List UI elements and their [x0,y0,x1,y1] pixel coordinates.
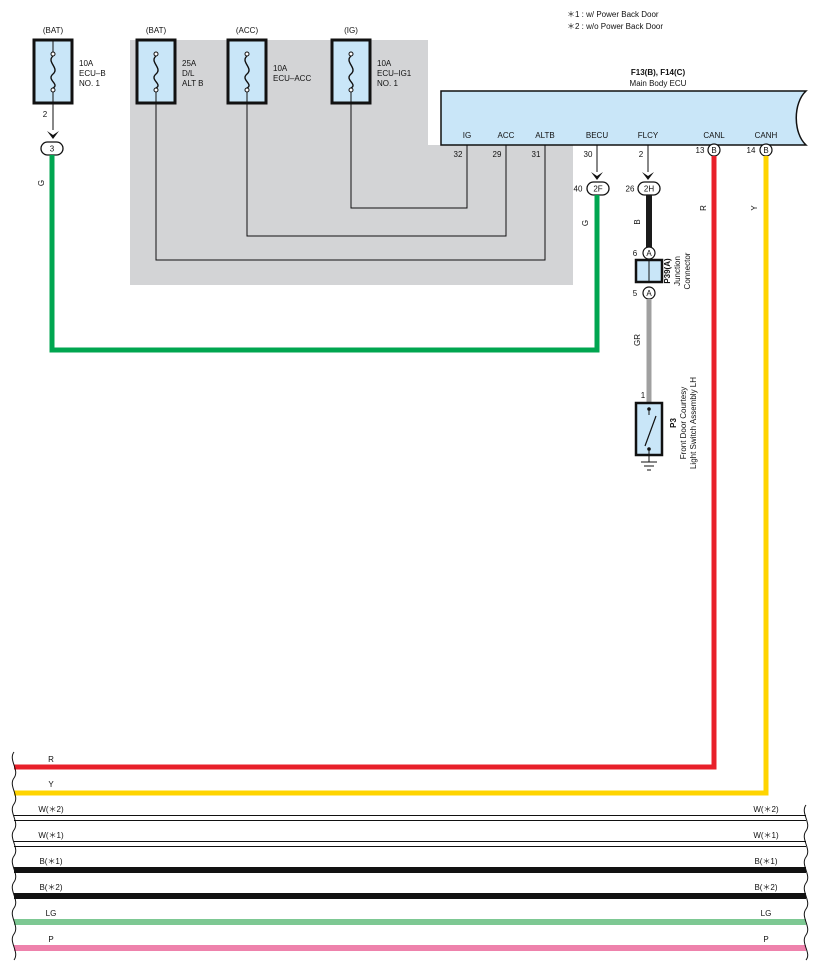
pin-32: 32 [454,150,463,159]
pin-30: 30 [584,150,593,159]
terminal-ig: IG [463,131,471,140]
junction-pin-bottom: 5 [633,289,638,298]
pin-31: 31 [532,150,541,159]
switch-name2: Light Switch Assembly LH [689,377,698,469]
junction-name1: Junction [673,256,682,286]
bus-label-p-right: P [763,935,768,944]
internal-wiring [155,92,546,261]
fuse-3-source: (ACC) [236,26,259,35]
right-break-mark [803,804,809,961]
fuse-4-source: (IG) [344,26,358,35]
fuse-1-name1: ECU–B [79,69,106,78]
fuse-ecu-b-no1 [32,38,74,105]
fuse-1-source: (BAT) [43,26,64,35]
wire-label-b: B [633,219,642,224]
left-break-mark [11,751,17,961]
junction-name2: Connector [683,252,692,289]
connector-3-label: 3 [50,145,55,154]
wire-label-y: Y [750,205,759,211]
fuse-2-name2: ALT B [182,79,204,88]
fuse-2-name1: D/L [182,69,195,78]
pin-14: 14 [747,146,756,155]
fuse-1-rating: 10A [79,59,94,68]
ground-icon [641,461,657,471]
wire-label-gr: GR [633,334,642,346]
switch-code: P3 [669,418,678,428]
canh-conn-label: B [763,146,768,155]
bus-label-b1-left: B(＊1) [39,857,62,866]
connector-2h-label: 2H [644,185,654,194]
bus-label-y-left: Y [48,780,54,789]
connector-2f-pin: 40 [574,185,583,194]
junction-bottom-conn: A [646,289,652,298]
fuse-4-name2: NO. 1 [377,79,398,88]
bus-label-b2-left: B(＊2) [39,883,62,892]
bus-label-w1-left: W(＊1) [38,831,64,840]
ecu-name: Main Body ECU [630,79,687,88]
fuse-1-arrow-icon [47,131,59,139]
pin-13: 13 [696,146,705,155]
fuse-3-name1: ECU–ACC [273,74,311,83]
fuse-2-rating: 25A [182,59,197,68]
bus-label-lg-right: LG [761,909,772,918]
fuse-2-source: (BAT) [146,26,167,35]
switch-name1: Front Door Courtesy [679,387,688,459]
wire-label-g-becu: G [581,220,590,226]
fuse-1-pin: 2 [43,110,48,119]
ecu-code: F13(B), F14(C) [631,68,686,77]
bus-label-lg-left: LG [46,909,57,918]
fuse-4-name1: ECU–IG1 [377,69,412,78]
fuse-4-rating: 10A [377,59,392,68]
wire-yellow-canh [14,156,769,796]
junction-connector-p39 [634,246,664,300]
terminal-flcy: FLCY [638,131,659,140]
main-body-ecu [440,90,808,146]
wire-red-canl [14,156,717,770]
becu-arrow-icon [591,172,603,180]
terminal-becu: BECU [586,131,608,140]
bus-label-b2-right: B(＊2) [754,883,777,892]
terminal-altb: ALTB [535,131,554,140]
bus-label-w2-right: W(＊2) [753,805,779,814]
bus-wires [14,815,806,951]
junction-code: P39(A) [663,258,672,284]
junction-top-conn: A [646,249,652,258]
junction-pin-top: 6 [633,249,638,258]
terminal-canl: CANL [703,131,725,140]
junction-labels: P39(A) Junction Connector [663,252,692,289]
bus-label-p-left: P [48,935,53,944]
door-courtesy-switch [634,401,664,462]
bus-label-r-left: R [48,755,54,764]
wire-green-g [49,155,600,353]
note-2: ＊2 : w/o Power Back Door [567,22,663,31]
fuse-1-name2: NO. 1 [79,79,100,88]
terminal-canh: CANH [755,131,778,140]
pin-29: 29 [493,150,502,159]
connector-2h-pin: 26 [626,185,635,194]
canl-conn-label: B [711,146,716,155]
note-1: ＊1 : w/ Power Back Door [567,10,659,19]
pin-2: 2 [639,150,644,159]
wire-label-g-left: G [37,180,46,186]
bus-label-w2-left: W(＊2) [38,805,64,814]
flcy-arrow-icon [642,172,654,180]
switch-labels: P3 Front Door Courtesy Light Switch Asse… [669,377,698,469]
connector-2f-label: 2F [593,185,602,194]
bus-label-w1-right: W(＊1) [753,831,779,840]
bus-label-b1-right: B(＊1) [754,857,777,866]
switch-pin: 1 [641,391,646,400]
terminal-acc: ACC [498,131,515,140]
fuse-3-rating: 10A [273,64,288,73]
wire-label-r: R [699,205,708,211]
